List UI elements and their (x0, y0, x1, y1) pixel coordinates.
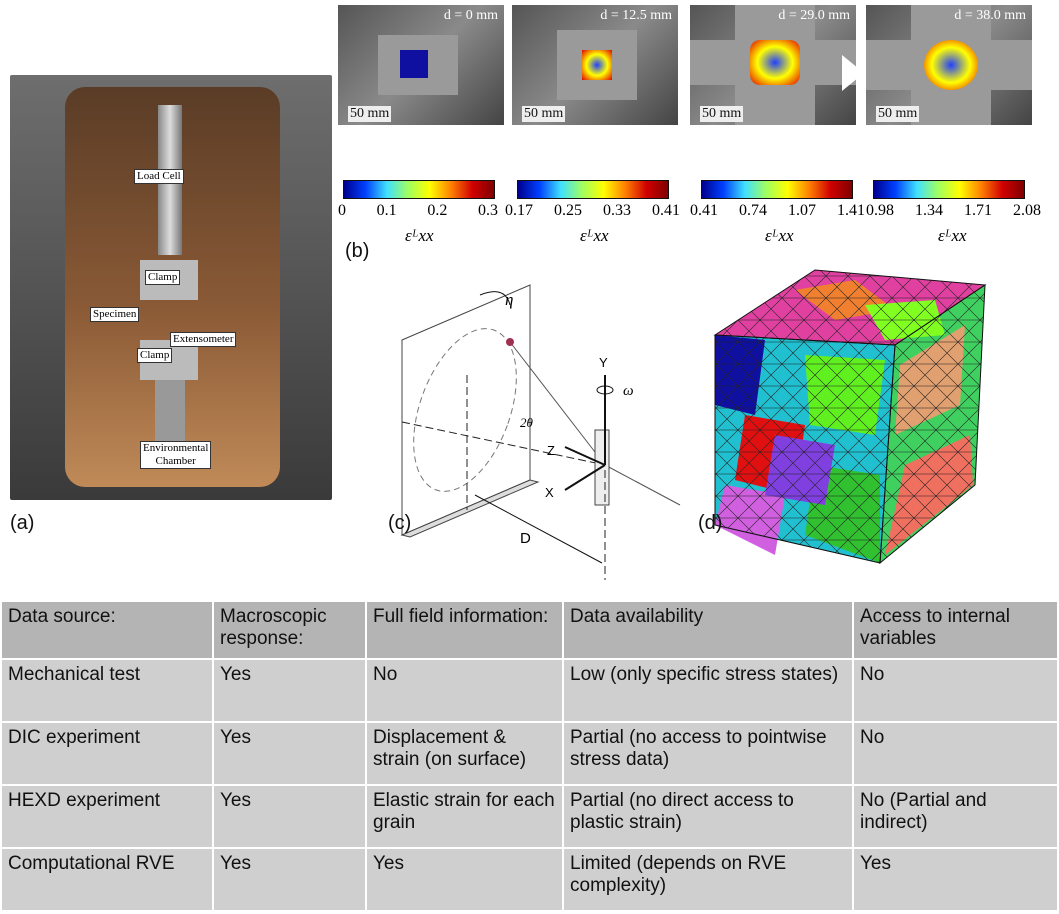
table-cell: No (852, 721, 1059, 786)
hexd-geometry-diagram: η 2θ ω Y Z X D (400, 284, 681, 580)
colorbar-label-4: εᴸxx (938, 226, 967, 245)
table-cell: Yes (365, 847, 564, 912)
table-header-row: Data source: Macroscopic response: Full … (0, 600, 1059, 660)
colorbar-4 (873, 180, 1025, 199)
header-cell: Data source: (0, 600, 214, 660)
table-cell: Partial (no access to pointwise stress d… (562, 721, 854, 786)
eta-label: η (505, 290, 513, 309)
header-cell: Full field information: (365, 600, 564, 660)
panel-label-a: (a) (10, 512, 35, 534)
test-rig-photo: Load Cell Clamp Specimen Extensometer Cl… (10, 75, 332, 500)
z-axis-label: Z (547, 443, 555, 458)
data-source-comparison-table: Data source: Macroscopic response: Full … (0, 600, 1059, 912)
panel-label-b: (b) (345, 240, 370, 262)
y-axis-label: Y (599, 355, 608, 370)
tag-specimen: Specimen (90, 307, 140, 322)
table-cell: Yes (212, 721, 367, 786)
panel-label-c: (c) (388, 512, 412, 534)
header-cell: Access to internal variables (852, 600, 1059, 660)
table-cell: Low (only specific stress states) (562, 658, 854, 723)
table-cell: Partial (no direct access to plastic str… (562, 784, 854, 849)
header-cell: Macroscopic response: (212, 600, 367, 660)
table-cell: Yes (852, 847, 1059, 912)
table-cell: Limited (depends on RVE complexity) (562, 847, 854, 912)
two-theta-label: 2θ (520, 415, 534, 430)
distance-label: D (520, 530, 531, 547)
table-cell: Yes (212, 784, 367, 849)
omega-label: ω (623, 383, 634, 399)
colorbar-label-2: εᴸxx (580, 226, 609, 245)
arrow-icon (842, 55, 864, 91)
tag-clamp-top: Clamp (145, 270, 181, 285)
lower-rod (155, 380, 185, 450)
table-cell: Computational RVE (0, 847, 214, 912)
table-cell: Yes (212, 658, 367, 723)
colorbar-label-3: εᴸxx (765, 226, 794, 245)
tag-clamp-bottom: Clamp (137, 348, 173, 363)
table-cell: HEXD experiment (0, 784, 214, 849)
rve-mesh-cube (713, 269, 987, 565)
table-cell: No (365, 658, 564, 723)
tag-extensometer: Extensometer (170, 332, 237, 347)
colorbar-2 (517, 180, 669, 199)
colorbar-label-1: εᴸxx (405, 226, 434, 245)
tag-load-cell: Load Cell (134, 169, 184, 184)
table-cell: Elastic strain for each grain (365, 784, 564, 849)
table-cell: No (Partial and indirect) (852, 784, 1059, 849)
panel-label-d: (d) (698, 512, 723, 534)
colorbar-1 (343, 180, 495, 199)
x-axis-label: X (545, 485, 554, 500)
table-cell: No (852, 658, 1059, 723)
table-cell: DIC experiment (0, 721, 214, 786)
table-cell: Mechanical test (0, 658, 214, 723)
table-cell: Displacement & strain (on surface) (365, 721, 564, 786)
table-cell: Yes (212, 847, 367, 912)
header-cell: Data availability (562, 600, 854, 660)
colorbar-3 (701, 180, 853, 199)
